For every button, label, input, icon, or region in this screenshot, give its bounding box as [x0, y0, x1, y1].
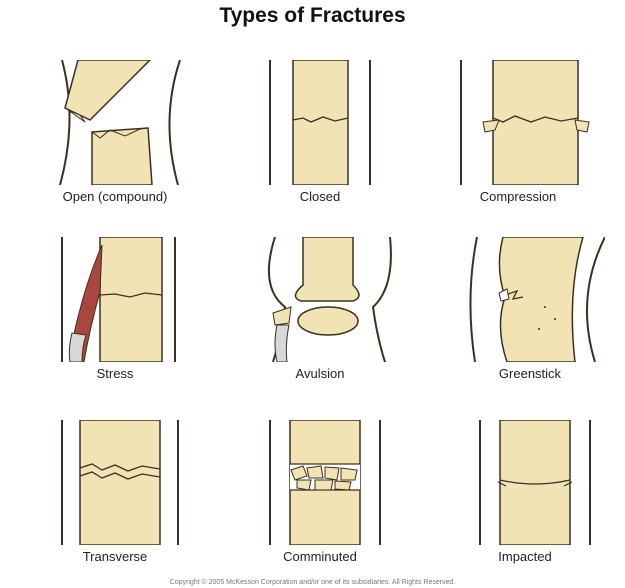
stress-fracture-illustration	[40, 237, 190, 362]
fracture-panel-compression: Compression	[443, 60, 603, 204]
fracture-panel-impacted: Impacted	[450, 420, 610, 564]
fracture-label: Greenstick	[455, 366, 605, 381]
fracture-panel-avulsion: Avulsion	[245, 237, 405, 381]
fracture-panel-transverse: Transverse	[40, 420, 200, 564]
greenstick-fracture-illustration	[455, 237, 605, 362]
comminuted-fracture-illustration	[245, 420, 395, 545]
fracture-label: Comminuted	[245, 549, 395, 564]
compression-fracture-illustration	[443, 60, 593, 185]
page-title: Types of Fractures	[0, 4, 625, 28]
fracture-panel-stress: Stress	[40, 237, 200, 381]
fracture-label: Closed	[245, 189, 395, 204]
fracture-label: Open (compound)	[40, 189, 190, 204]
fracture-panel-closed: Closed	[245, 60, 405, 204]
avulsion-fracture-illustration	[245, 237, 395, 362]
impacted-fracture-illustration	[450, 420, 600, 545]
fracture-label: Transverse	[40, 549, 190, 564]
copyright-notice: Copyright © 2005 McKesson Corporation an…	[0, 579, 625, 586]
fracture-label: Avulsion	[245, 366, 395, 381]
fracture-label: Stress	[40, 366, 190, 381]
transverse-fracture-illustration	[40, 420, 190, 545]
open-fracture-illustration	[40, 60, 190, 185]
fracture-label: Compression	[443, 189, 593, 204]
fracture-panel-open: Open (compound)	[40, 60, 200, 204]
fracture-label: Impacted	[450, 549, 600, 564]
fracture-panel-greenstick: Greenstick	[455, 237, 615, 381]
closed-fracture-illustration	[245, 60, 395, 185]
fracture-panel-comminuted: Comminuted	[245, 420, 405, 564]
